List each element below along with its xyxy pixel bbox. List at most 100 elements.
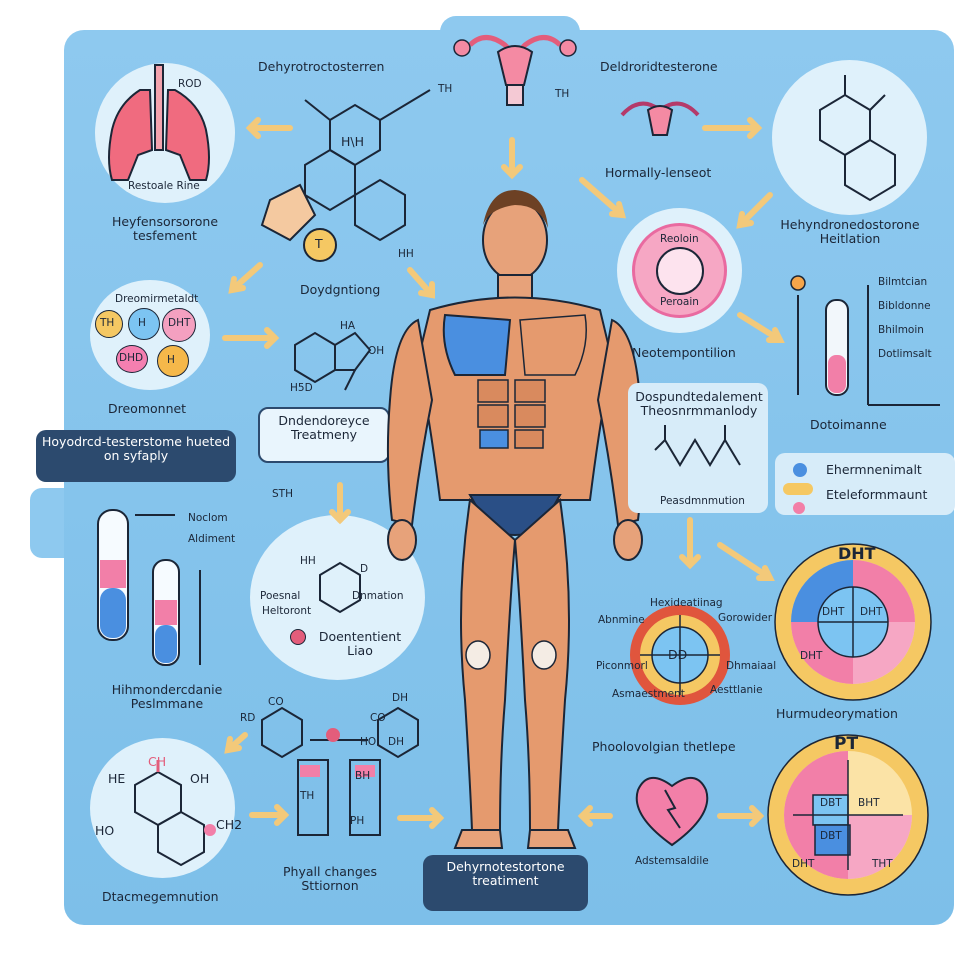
mol-bc-label-6: BH xyxy=(355,770,371,782)
cycle-label-2: Abnmine xyxy=(598,614,645,626)
cycle-label-6: Asmaestment xyxy=(612,688,685,700)
legend-dot-yellow xyxy=(783,483,813,495)
pt-pie-title: PT xyxy=(834,734,859,754)
cycle-center: DD xyxy=(668,647,688,662)
tube-left-item-0: Noclom xyxy=(188,512,228,524)
ball-h xyxy=(128,308,160,340)
mol-center-label: Doydgntiong xyxy=(300,282,381,297)
pt-pie-label-3: DHT xyxy=(792,858,815,870)
ball-label-3: DHD xyxy=(119,352,144,364)
cycle-label-1: Gorowider xyxy=(718,612,773,624)
heart-caption: Adstemsaldile xyxy=(635,855,709,867)
ball-label-1: H xyxy=(138,317,146,329)
ball-h2 xyxy=(157,345,189,377)
center-circle-d: D xyxy=(360,563,369,575)
legend-dot-pink xyxy=(793,502,805,514)
physical-caption: Phyall changes Sttiornon xyxy=(283,864,377,894)
pink-ring xyxy=(632,223,727,318)
tube-left-caption: Hihmondercdanie Peslmmane xyxy=(111,682,223,712)
benzene-oh: OH xyxy=(368,345,385,357)
lung-rod-label: ROD xyxy=(178,78,202,90)
molecule-right-circle xyxy=(772,60,927,215)
mol-t: T xyxy=(315,236,323,251)
cycle-label-5: Aesttlanie xyxy=(710,684,763,696)
center-circle-text1: Poesnal xyxy=(260,590,301,602)
mol-bc-label-4: DH xyxy=(388,736,404,748)
mol-bl-label-0: HE xyxy=(108,771,126,786)
benzene-ha: HA xyxy=(340,320,356,332)
molecule-right-title: Hehyndronedostorone Heitlation xyxy=(780,217,920,247)
pink-circle-top: Reoloin xyxy=(660,233,699,245)
mol-bl-label-2: OH xyxy=(190,771,210,786)
center-circle-hh: HH xyxy=(300,555,316,567)
cycle-label-4: Piconmorl xyxy=(596,660,648,672)
pink-circle-bottom: Peroain xyxy=(660,296,699,308)
mol-bc-label-5: HO xyxy=(360,736,377,748)
cycle-caption: Phoolovolgian thetlepe xyxy=(592,739,736,754)
mol-bl-label-3: HO xyxy=(95,823,115,838)
mol-bc-label-2: DH xyxy=(392,692,408,704)
dht-caption: Hurmudeorymation xyxy=(776,706,898,721)
th-top-label: TH xyxy=(438,83,453,95)
ball-dhd xyxy=(116,345,148,373)
dht-pie-label-2: DHT xyxy=(800,650,823,662)
center-circle-text2: Heltoront xyxy=(262,605,312,617)
pink-caption: Neotempontilion xyxy=(632,345,736,360)
pt-pie-label-2: DBT xyxy=(820,830,842,842)
mol-bc-label-8: PH xyxy=(350,815,365,827)
legend-item-0: Ehermnenimalt xyxy=(826,462,922,477)
pt-pie-label-0: DBT xyxy=(820,797,842,809)
center-circle-dot xyxy=(290,629,306,645)
ball-label-2: DHT xyxy=(168,317,191,329)
tube-right-caption: Dotoimanne xyxy=(810,417,887,432)
treatment-box: Dndendoreyce Treatmeny xyxy=(258,407,390,463)
ball-th xyxy=(95,310,123,338)
top-right-title: Deldroridtesterone xyxy=(600,59,718,74)
dht-pie-label-0: DHT xyxy=(822,606,845,618)
tube-right-item-1: Bibldonne xyxy=(878,300,931,312)
lung-caption: Restoale Rine xyxy=(128,180,200,192)
panel-bottom: Peasdmnmution xyxy=(660,495,745,507)
center-circle-text3: Dnmation xyxy=(352,590,404,602)
legend-dot-blue xyxy=(793,463,807,477)
bottom-treatment-box: Dehyrnotestortone treatiment xyxy=(423,855,588,911)
center-circle-sth: STH xyxy=(272,488,293,500)
mol-bc-label-1: CO xyxy=(268,696,284,708)
cycle-label-3: Dhmaiaal xyxy=(726,660,777,672)
mol-bl-label-1: CH xyxy=(148,754,167,769)
balls-title: Dreomirmetaldt xyxy=(115,293,199,305)
pt-pie-label-4: THT xyxy=(872,858,893,870)
ball-label-4: H xyxy=(167,354,175,366)
mol-bc-label-7: TH xyxy=(300,790,315,802)
pink-ring-inner xyxy=(656,247,704,295)
legend-item-1: Eteleformmaunt xyxy=(826,487,928,502)
mol-bc-label-0: RD xyxy=(240,712,256,724)
top-left-title: Dehyrotroctosterren xyxy=(258,59,385,74)
mol-bc-label-3: CO xyxy=(370,712,386,724)
cycle-label-0: Hexideatiinag xyxy=(650,597,723,609)
tube-right-item-0: Bilmtcian xyxy=(878,276,928,288)
panel-title: Dospundtedalement Theosnrmmanlody xyxy=(635,389,763,419)
ball-label-0: TH xyxy=(100,317,115,329)
benzene-h5d: H5D xyxy=(290,382,313,394)
mol-hh-side: HH xyxy=(398,248,414,260)
ball-dht xyxy=(162,308,196,342)
center-circle-legend: Doententient Liao xyxy=(318,629,402,659)
bottom-left-mol-caption: Dtacmegemnution xyxy=(102,889,219,904)
tube-right-item-2: Bhilmoin xyxy=(878,324,924,336)
left-hex-title: Heyfensorsorone tesfement xyxy=(111,214,219,244)
